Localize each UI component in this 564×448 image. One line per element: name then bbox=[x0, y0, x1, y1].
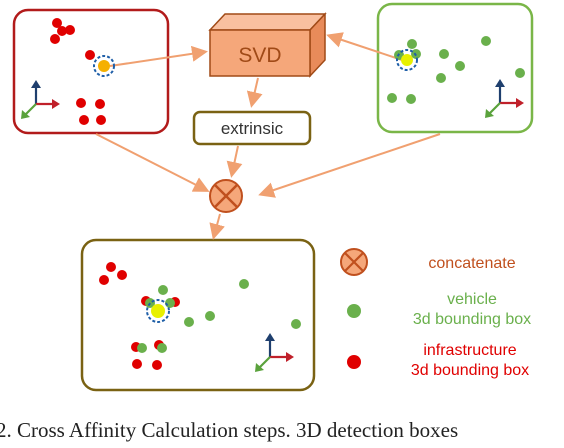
vehicle-frame bbox=[376, 2, 534, 134]
legend-vehicle-icon bbox=[347, 304, 361, 318]
vehicle-box bbox=[291, 319, 301, 329]
arrow-concat-to-fused bbox=[209, 213, 225, 240]
svd-label: SVD bbox=[238, 44, 281, 67]
arrow-svd-to-extrinsic bbox=[246, 77, 263, 108]
infra-box bbox=[50, 34, 60, 44]
fused-matched-box bbox=[151, 304, 165, 318]
vehicle-box bbox=[239, 279, 249, 289]
arrow-infra-to-concat bbox=[95, 133, 210, 192]
vehicle-box bbox=[407, 39, 417, 49]
infra-box bbox=[106, 262, 116, 272]
infra-box bbox=[132, 359, 142, 369]
infra-box bbox=[52, 18, 62, 28]
vehicle-box bbox=[387, 93, 397, 103]
vehicle-box bbox=[439, 49, 449, 59]
vehicle-box bbox=[515, 68, 525, 78]
fused-matched-ring bbox=[146, 299, 170, 323]
arrow-extrinsic-to-concat bbox=[226, 145, 243, 178]
vehicle-box bbox=[184, 317, 194, 327]
vehicle-axis-icon bbox=[485, 79, 524, 118]
infra-box bbox=[99, 275, 109, 285]
legend-concatenate-icon bbox=[340, 248, 368, 276]
vehicle-box bbox=[455, 61, 465, 71]
infra-matched-ring bbox=[93, 55, 115, 77]
legend-infra-icon bbox=[347, 355, 361, 369]
legend-infra-label-2: 3d bounding box bbox=[411, 362, 529, 379]
vehicle-matched-ring bbox=[396, 49, 418, 71]
figure-caption: 2. Cross Affinity Calculation steps. 3D … bbox=[0, 418, 459, 442]
infra-axis-icon bbox=[21, 80, 60, 119]
legend-vehicle-label-1: vehicle bbox=[447, 291, 497, 308]
vehicle-box bbox=[157, 343, 167, 353]
extrinsic-label: extrinsic bbox=[221, 119, 284, 138]
arrow-vehicle-to-concat bbox=[258, 133, 441, 198]
infra-box bbox=[79, 115, 89, 125]
infra-box bbox=[117, 270, 127, 280]
infra-box bbox=[57, 26, 67, 36]
vehicle-box bbox=[406, 94, 416, 104]
vehicle-box bbox=[436, 73, 446, 83]
arrow-infra-to-svd bbox=[109, 45, 208, 67]
fused-frame bbox=[80, 238, 316, 392]
infrastructure-frame bbox=[12, 8, 170, 135]
infra-box bbox=[95, 99, 105, 109]
arrow-vehicle-to-svd bbox=[326, 32, 403, 61]
svd-box: SVD bbox=[208, 12, 327, 78]
vehicle-box bbox=[481, 36, 491, 46]
extrinsic-box bbox=[192, 110, 312, 146]
vehicle-box bbox=[137, 343, 147, 353]
infra-box bbox=[85, 50, 95, 60]
infra-box bbox=[152, 360, 162, 370]
legend-infra-label-1: infrastructure bbox=[423, 342, 516, 359]
infra-box bbox=[96, 115, 106, 125]
vehicle-matched-box bbox=[401, 54, 413, 66]
concatenate-symbol bbox=[209, 179, 243, 213]
vehicle-box bbox=[205, 311, 215, 321]
infra-matched-box bbox=[98, 60, 110, 72]
infra-box bbox=[65, 25, 75, 35]
legend-concatenate-label: concatenate bbox=[428, 255, 515, 272]
fused-axis-icon bbox=[255, 333, 294, 372]
infra-box bbox=[76, 98, 86, 108]
legend-vehicle-label-2: 3d bounding box bbox=[413, 311, 531, 328]
vehicle-box bbox=[158, 285, 168, 295]
cross-affinity-diagram: SVD extrinsic bbox=[12, 2, 534, 392]
